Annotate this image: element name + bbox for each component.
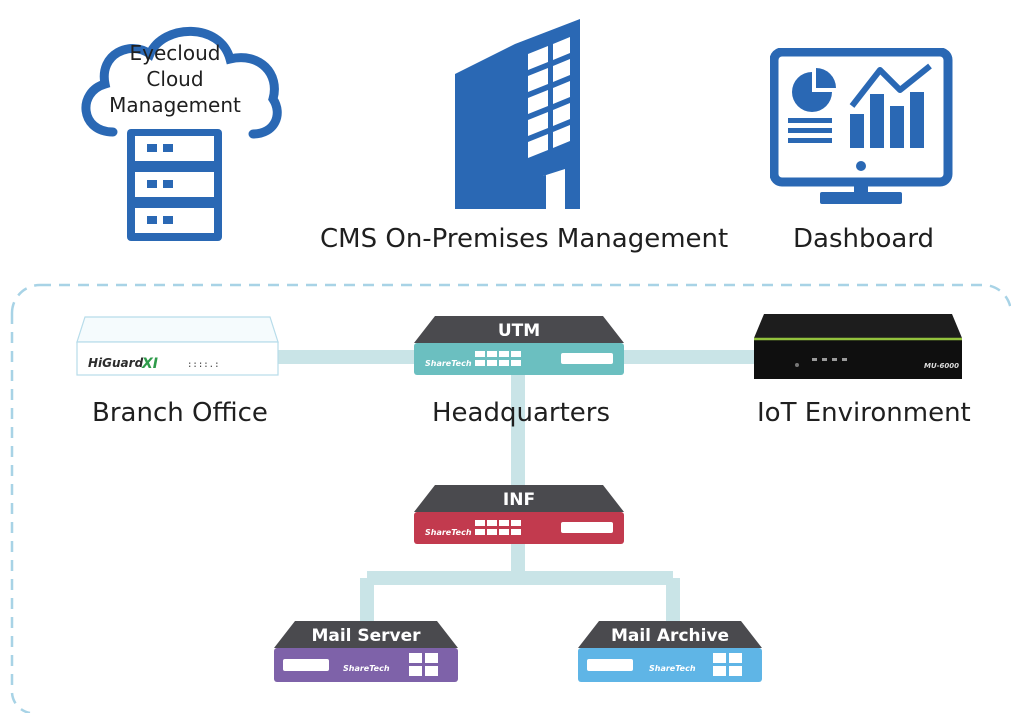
branch-device-ports: ::::.: (187, 360, 220, 370)
cloud-label-line-2: Cloud (146, 67, 204, 91)
cloud-label-line-1: Eyecloud (129, 41, 221, 65)
dashboard-monitor-icon (770, 48, 953, 204)
branch-office-label: Branch Office (92, 398, 268, 428)
iot-environment-label: IoT Environment (757, 398, 971, 428)
iot-device-model: MU-6000 (924, 362, 959, 370)
mail-server-title: Mail Server (311, 626, 421, 646)
headquarters-label: Headquarters (432, 398, 611, 428)
branch-device-suffix: XI (141, 356, 158, 372)
inf-brand: ShareTech (425, 528, 472, 537)
iot-device: MU-6000 (754, 314, 962, 379)
dashboard-label: Dashboard (793, 224, 935, 254)
branch-device: HiGuard XI ::::.: (76, 316, 279, 376)
utm-title: UTM (498, 321, 540, 341)
mail-archive-device: Mail Archive ShareTech (578, 621, 762, 682)
mail-archive-brand: ShareTech (649, 664, 696, 673)
mail-server-device: Mail Server ShareTech (274, 621, 458, 682)
inf-device: INF ShareTech (414, 485, 624, 544)
utm-device: UTM ShareTech (414, 316, 624, 375)
branch-device-model: HiGuard (88, 356, 144, 370)
mail-server-brand: ShareTech (343, 664, 390, 673)
cloud-icon (81, 26, 282, 241)
cms-label: CMS On-Premises Management (320, 224, 729, 254)
building-icon (455, 19, 580, 209)
cloud-label-line-3: Management (109, 93, 241, 117)
cloud-label: Eyecloud Cloud Management (100, 40, 250, 118)
utm-brand: ShareTech (425, 359, 472, 368)
mail-archive-title: Mail Archive (611, 626, 729, 646)
inf-title: INF (503, 490, 535, 510)
